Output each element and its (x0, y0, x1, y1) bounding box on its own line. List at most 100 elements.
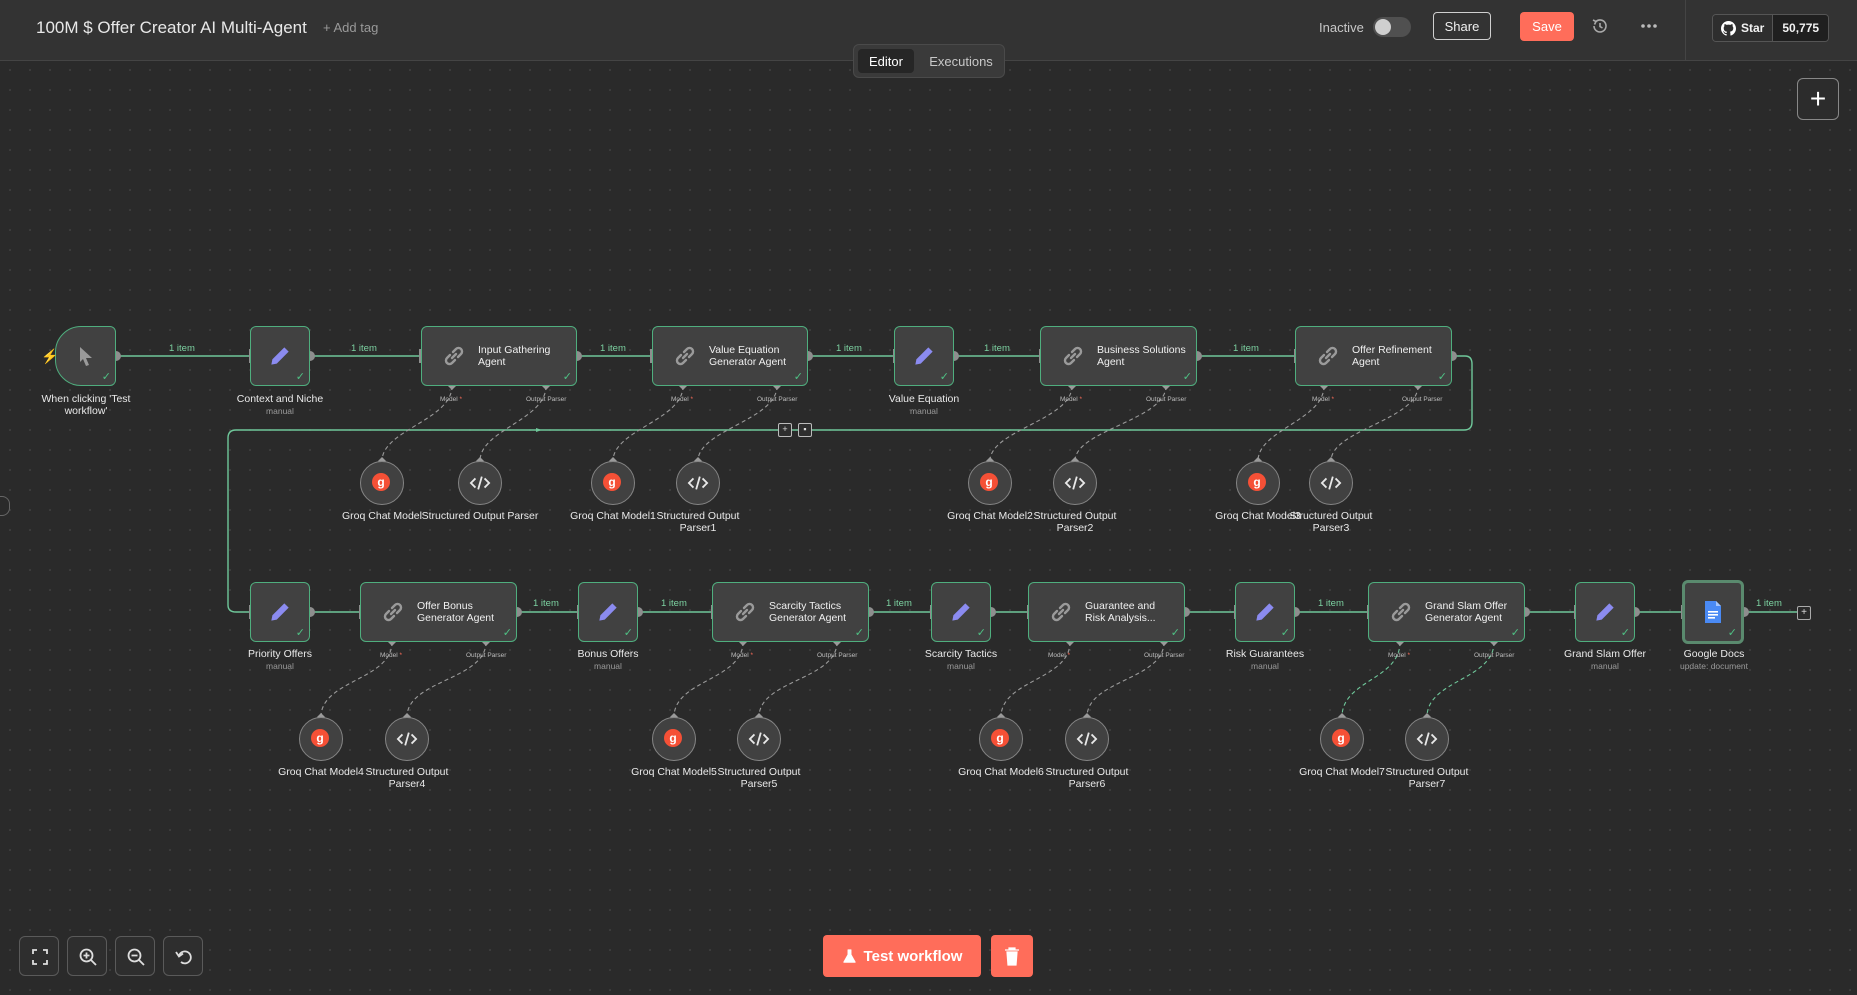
groq-icon: g (664, 729, 682, 747)
node-subtitle: manual (266, 406, 294, 416)
node-input-agent[interactable]: Input Gathering Agent ✓ (421, 326, 577, 386)
node-context[interactable]: ✓ (250, 326, 310, 386)
node-google-docs[interactable]: ✓ (1682, 580, 1744, 644)
node-title: Business Solutions Agent (1097, 344, 1186, 368)
node-risk-guarantees[interactable]: ✓ (1235, 582, 1295, 642)
subnode-label: Groq Chat Model1 (570, 510, 656, 522)
connection-label: 1 item (984, 343, 1010, 354)
subnode-label: Groq Chat Model (342, 510, 422, 522)
zoom-to-fit-button[interactable] (19, 936, 59, 976)
groq-icon: g (311, 729, 329, 747)
node-guarantee-agent[interactable]: Guarantee and Risk Analysis... ✓ (1028, 582, 1185, 642)
node-bonus-agent[interactable]: Offer Bonus Generator Agent ✓ (360, 582, 517, 642)
groq-chat-model-node[interactable]: g (979, 717, 1023, 761)
success-check-icon: ✓ (1510, 627, 1520, 639)
code-icon (396, 732, 418, 746)
success-check-icon: ✓ (1437, 371, 1447, 383)
test-workflow-label: Test workflow (863, 947, 963, 965)
share-button[interactable]: Share (1433, 12, 1491, 40)
github-star-button[interactable]: Star 50,775 (1712, 14, 1830, 42)
zoom-out-button[interactable] (115, 936, 155, 976)
node-refinement-agent[interactable]: Offer Refinement Agent ✓ (1295, 326, 1452, 386)
code-icon (1416, 732, 1438, 746)
subnode-label: Groq Chat Model2 (947, 510, 1033, 522)
node-label: Bonus Offers (577, 648, 639, 660)
success-check-icon: ✓ (1182, 371, 1192, 383)
add-node-mini-button[interactable]: + (778, 423, 792, 437)
pencil-icon (952, 603, 970, 621)
node-value-agent[interactable]: Value Equation Generator Agent ✓ (652, 326, 808, 386)
groq-chat-model-node[interactable]: g (299, 717, 343, 761)
model-port-label: Model * (440, 396, 463, 403)
tab-executions[interactable]: Executions (929, 53, 993, 69)
node-bonus-offers[interactable]: ✓ (578, 582, 638, 642)
history-icon[interactable] (1590, 16, 1610, 36)
google-docs-icon (1705, 601, 1721, 623)
node-value-equation[interactable]: ✓ (894, 326, 954, 386)
node-label: Scarcity Tactics (924, 648, 998, 660)
link-icon (1051, 602, 1071, 622)
output-parser-node[interactable] (1309, 461, 1353, 505)
test-workflow-button[interactable]: Test workflow (823, 935, 981, 977)
undo-icon (175, 950, 192, 965)
groq-chat-model-node[interactable]: g (652, 717, 696, 761)
clear-execution-button[interactable] (991, 935, 1033, 977)
workflow-title[interactable]: 100M $ Offer Creator AI Multi-Agent (36, 18, 307, 37)
model-port-label: Model * (1048, 652, 1071, 659)
node-label: Context and Niche (236, 393, 324, 405)
subnode-label: Structured Output Parser7 (1385, 766, 1469, 790)
subnode-label: Structured Output Parser1 (656, 510, 740, 534)
model-port-label: Model * (1060, 396, 1083, 403)
trigger-bolt-icon: ⚡ (41, 348, 59, 364)
node-grand-slam-agent[interactable]: Grand Slam Offer Generator Agent ✓ (1368, 582, 1525, 642)
trash-icon (1005, 947, 1019, 966)
github-star-label: Star (1741, 21, 1765, 35)
groq-chat-model-node[interactable]: g (1320, 717, 1364, 761)
subnode-label: Groq Chat Model6 (958, 766, 1044, 778)
node-title: Scarcity Tactics Generator Agent (769, 600, 847, 624)
success-check-icon: ✓ (854, 627, 864, 639)
end-add-button[interactable]: + (1797, 606, 1811, 620)
groq-chat-model-node[interactable]: g (591, 461, 635, 505)
node-scarcity-tactics[interactable]: ✓ (931, 582, 991, 642)
node-grand-slam-offer[interactable]: ✓ (1575, 582, 1635, 642)
success-check-icon: ✓ (1620, 627, 1630, 639)
connection-label: 1 item (1318, 598, 1344, 609)
save-button[interactable]: Save (1520, 12, 1574, 41)
delete-connection-button[interactable]: ▪ (798, 423, 812, 437)
output-parser-node[interactable] (1053, 461, 1097, 505)
output-parser-node[interactable] (676, 461, 720, 505)
groq-chat-model-node[interactable]: g (1236, 461, 1280, 505)
node-title: Offer Refinement Agent (1352, 344, 1432, 368)
success-check-icon: ✓ (623, 627, 633, 639)
output-parser-node[interactable] (385, 717, 429, 761)
groq-icon: g (991, 729, 1009, 747)
node-manual-trigger[interactable]: ✓ (55, 326, 116, 386)
github-icon (1721, 20, 1736, 36)
node-priority-offers[interactable]: ✓ (250, 582, 310, 642)
add-node-button[interactable]: + (1797, 78, 1839, 120)
output-parser-node[interactable] (1405, 717, 1449, 761)
add-tag-link[interactable]: + Add tag (323, 20, 379, 35)
reset-zoom-button[interactable] (163, 936, 203, 976)
zoom-in-button[interactable] (67, 936, 107, 976)
groq-chat-model-node[interactable]: g (968, 461, 1012, 505)
success-check-icon: ✓ (939, 371, 949, 383)
output-parser-node[interactable] (737, 717, 781, 761)
node-business-agent[interactable]: Business Solutions Agent ✓ (1040, 326, 1197, 386)
groq-chat-model-node[interactable]: g (360, 461, 404, 505)
tab-editor[interactable]: Editor (858, 49, 914, 73)
node-scarcity-agent[interactable]: Scarcity Tactics Generator Agent ✓ (712, 582, 869, 642)
output-parser-node[interactable] (1065, 717, 1109, 761)
more-options-icon[interactable] (1638, 16, 1660, 36)
parser-port-label: Output Parser (526, 396, 567, 403)
success-check-icon: ✓ (1727, 627, 1737, 639)
node-title: Guarantee and Risk Analysis... (1085, 600, 1156, 624)
active-toggle[interactable] (1373, 17, 1411, 37)
output-parser-node[interactable] (458, 461, 502, 505)
fit-view-icon (32, 949, 48, 965)
subnode-label: Structured Output Parser (421, 510, 539, 522)
parser-port-label: Output Parser (757, 396, 798, 403)
pencil-icon (915, 347, 933, 365)
